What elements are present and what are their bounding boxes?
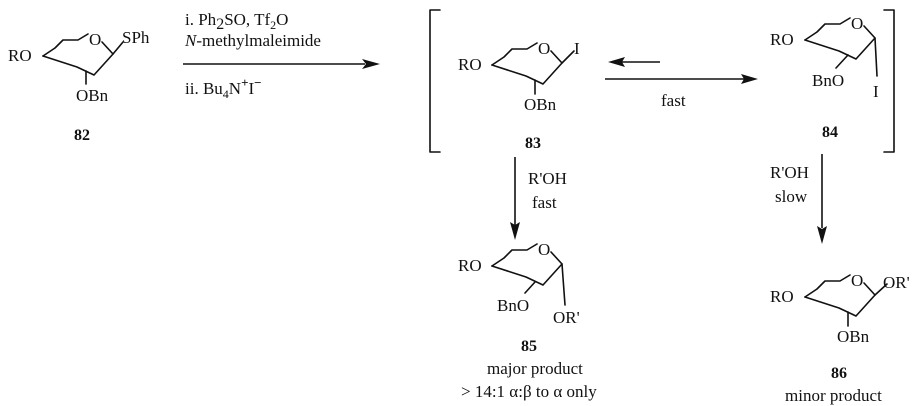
compound-83-sub-c2: OBn — [524, 95, 557, 114]
down-arrow-right-rate: slow — [775, 187, 808, 206]
compound-84-anomeric-bond — [874, 37, 878, 77]
compound-84-c2-bond — [835, 54, 849, 69]
compound-86: RO O OR' OBn 86 minor product — [770, 271, 910, 405]
down-arrow-left-head — [510, 222, 520, 240]
bracket-right — [883, 9, 895, 153]
compound-83-anomeric-bond — [561, 50, 575, 64]
down-arrow-right-reagent: R'OH — [770, 163, 809, 182]
reagent-step1b: N-methylmaleimide — [184, 31, 321, 50]
compound-82-label: 82 — [74, 127, 90, 144]
equilibrium-label: fast — [661, 91, 686, 110]
compound-84-sub-anomeric: I — [873, 82, 879, 101]
compound-86-label: 86 — [831, 365, 847, 382]
compound-84-label: 84 — [822, 124, 838, 141]
compound-85-sub-anomeric: OR' — [553, 308, 580, 327]
compound-85-caption-2: > 14:1 α:β to α only — [461, 382, 597, 401]
reaction-arrow-main-head — [362, 59, 380, 69]
compound-84-sub-c2: BnO — [812, 71, 844, 90]
equilibrium-arrow-forward-head — [741, 74, 758, 84]
compound-86-sub-c2: OBn — [837, 327, 870, 346]
compound-84-sub-left: RO — [770, 30, 794, 49]
reagent-step1: i. Ph2SO, Tf2O — [185, 10, 288, 33]
compound-82-sub-left: RO — [8, 46, 32, 65]
compound-86-ring-front — [804, 282, 876, 317]
compound-84: RO O I BnO 84 — [770, 14, 879, 141]
compound-86-ring-O: O — [851, 271, 863, 290]
compound-86-sub-anomeric: OR' — [883, 273, 910, 292]
compound-83-ring-back — [491, 42, 538, 66]
reagent-step2: ii. Bu4N+I− — [185, 75, 262, 101]
bracket-left — [429, 9, 441, 153]
compound-82-ring-back — [42, 33, 89, 57]
compound-85-label: 85 — [521, 338, 537, 355]
compound-85-ring-back — [491, 243, 538, 267]
compound-85-ring-O: O — [538, 240, 550, 259]
compound-85-ring-front — [491, 251, 563, 286]
compound-86-sub-left: RO — [770, 287, 794, 306]
compound-85-caption-1: major product — [487, 359, 583, 378]
compound-86-caption-1: minor product — [785, 386, 882, 405]
compound-85-sub-c2: BnO — [497, 296, 529, 315]
compound-85-sub-left: RO — [458, 256, 482, 275]
compound-83-label: 83 — [525, 135, 541, 152]
equilibrium-arrows: fast — [605, 57, 758, 110]
compound-82-sub-c2: OBn — [76, 86, 109, 105]
compound-82: RO O SPh OBn 82 — [8, 28, 150, 144]
down-arrow-left: R'OH fast — [510, 157, 567, 240]
compound-83-ring-front — [491, 50, 563, 85]
compound-83-ring-O: O — [538, 39, 550, 58]
compound-84-ring-front — [804, 25, 876, 60]
compound-85: RO O OR' BnO 85 major product > 14:1 α:β… — [458, 240, 597, 401]
compound-82-anomeric-bond — [112, 41, 124, 55]
compound-82-ring-O: O — [89, 30, 101, 49]
compound-82-ring-front — [42, 41, 114, 76]
compound-85-c2-bond — [524, 281, 536, 294]
compound-83-sub-anomeric: I — [574, 39, 580, 58]
compound-86-anomeric-bond — [874, 283, 888, 296]
compound-82-sub-anomeric: SPh — [122, 28, 150, 47]
reagent-block: i. Ph2SO, Tf2O N-methylmaleimide ii. Bu4… — [183, 10, 380, 101]
down-arrow-right: R'OH slow — [770, 154, 827, 244]
down-arrow-right-head — [817, 226, 827, 244]
compound-83: RO O I OBn 83 — [458, 39, 580, 152]
down-arrow-left-reagent: R'OH — [528, 169, 567, 188]
compound-86-ring-back — [804, 274, 851, 298]
compound-83-sub-left: RO — [458, 55, 482, 74]
compound-84-ring-back — [804, 17, 851, 41]
equilibrium-arrow-back-head — [608, 57, 625, 67]
down-arrow-left-rate: fast — [532, 193, 557, 212]
compound-85-anomeric-bond — [561, 263, 566, 306]
compound-84-ring-O: O — [851, 14, 863, 33]
